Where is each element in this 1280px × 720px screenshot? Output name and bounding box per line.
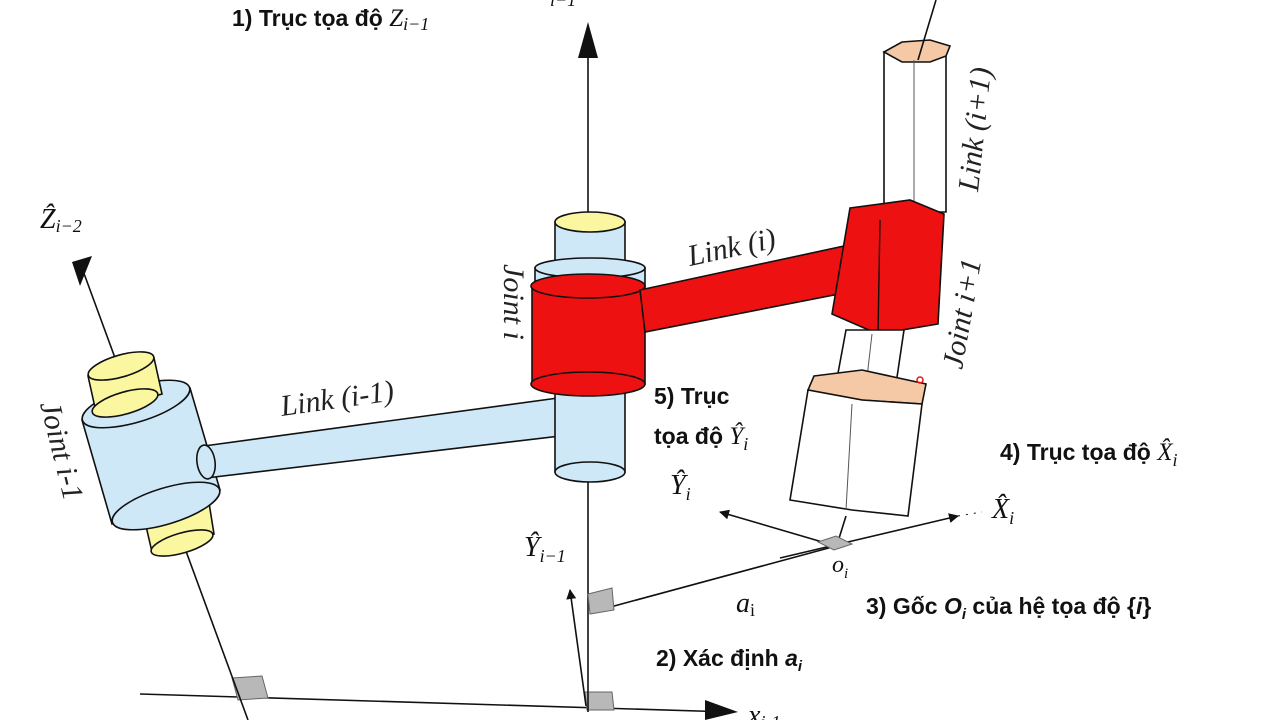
origin-label: oi	[832, 552, 848, 582]
z-prev-arrowhead	[72, 256, 92, 286]
step-3-label: 3) Gốc Oi của hệ tọa độ {i}	[866, 593, 1151, 623]
x-prev-arrowhead	[705, 700, 738, 720]
step-4-label: 4) Trục tọa độ X̂i	[1000, 438, 1177, 470]
right-angle-mark-base-left	[231, 675, 269, 701]
x-prev-label: xi-1	[747, 700, 780, 720]
link-next-label: Link (i+1)	[952, 66, 998, 194]
link-prev-rod	[203, 397, 561, 479]
joint-prev-label: Joint i-1	[33, 398, 89, 504]
y-cur-axis	[719, 509, 837, 547]
y-prev-label: Ŷi−1	[524, 532, 566, 566]
joint-next-assembly	[789, 39, 952, 517]
step-1-label: 1) Trục tọa độ Zi−1	[232, 5, 429, 34]
link-prev-label: Link (i-1)	[277, 374, 396, 423]
joint-cur-assembly	[530, 211, 646, 483]
y-prev-axis	[566, 589, 587, 707]
joint-next-label: Joint i+1	[936, 256, 988, 371]
x-cur-axis	[779, 513, 959, 559]
a-label: ai	[736, 588, 755, 620]
x-cur-label: X̂i	[991, 494, 1014, 528]
z-top-label: i−1	[550, 0, 576, 10]
x-prev-axis	[139, 693, 731, 713]
x-cur-extension	[957, 511, 983, 517]
z-prev-label: Ẑi−2	[40, 204, 82, 236]
origin-right-angle-mark	[816, 535, 854, 551]
step-5-label-line1: 5) Trục	[654, 383, 730, 409]
step-2-label: 2) Xác định ai	[656, 645, 803, 675]
y-cur-label: Ŷi	[670, 470, 691, 504]
common-normal-a	[591, 545, 837, 613]
z-cur-axis	[917, 0, 937, 61]
joint-cur-label: Joint i	[497, 264, 530, 340]
z-top-arrowhead	[578, 22, 598, 58]
right-angle-mark-base-center	[584, 691, 615, 711]
a-right-angle-mark	[587, 587, 615, 615]
joint-prev-assembly	[81, 351, 221, 557]
step-5-label-line2: tọa độ Ŷi	[654, 422, 748, 454]
